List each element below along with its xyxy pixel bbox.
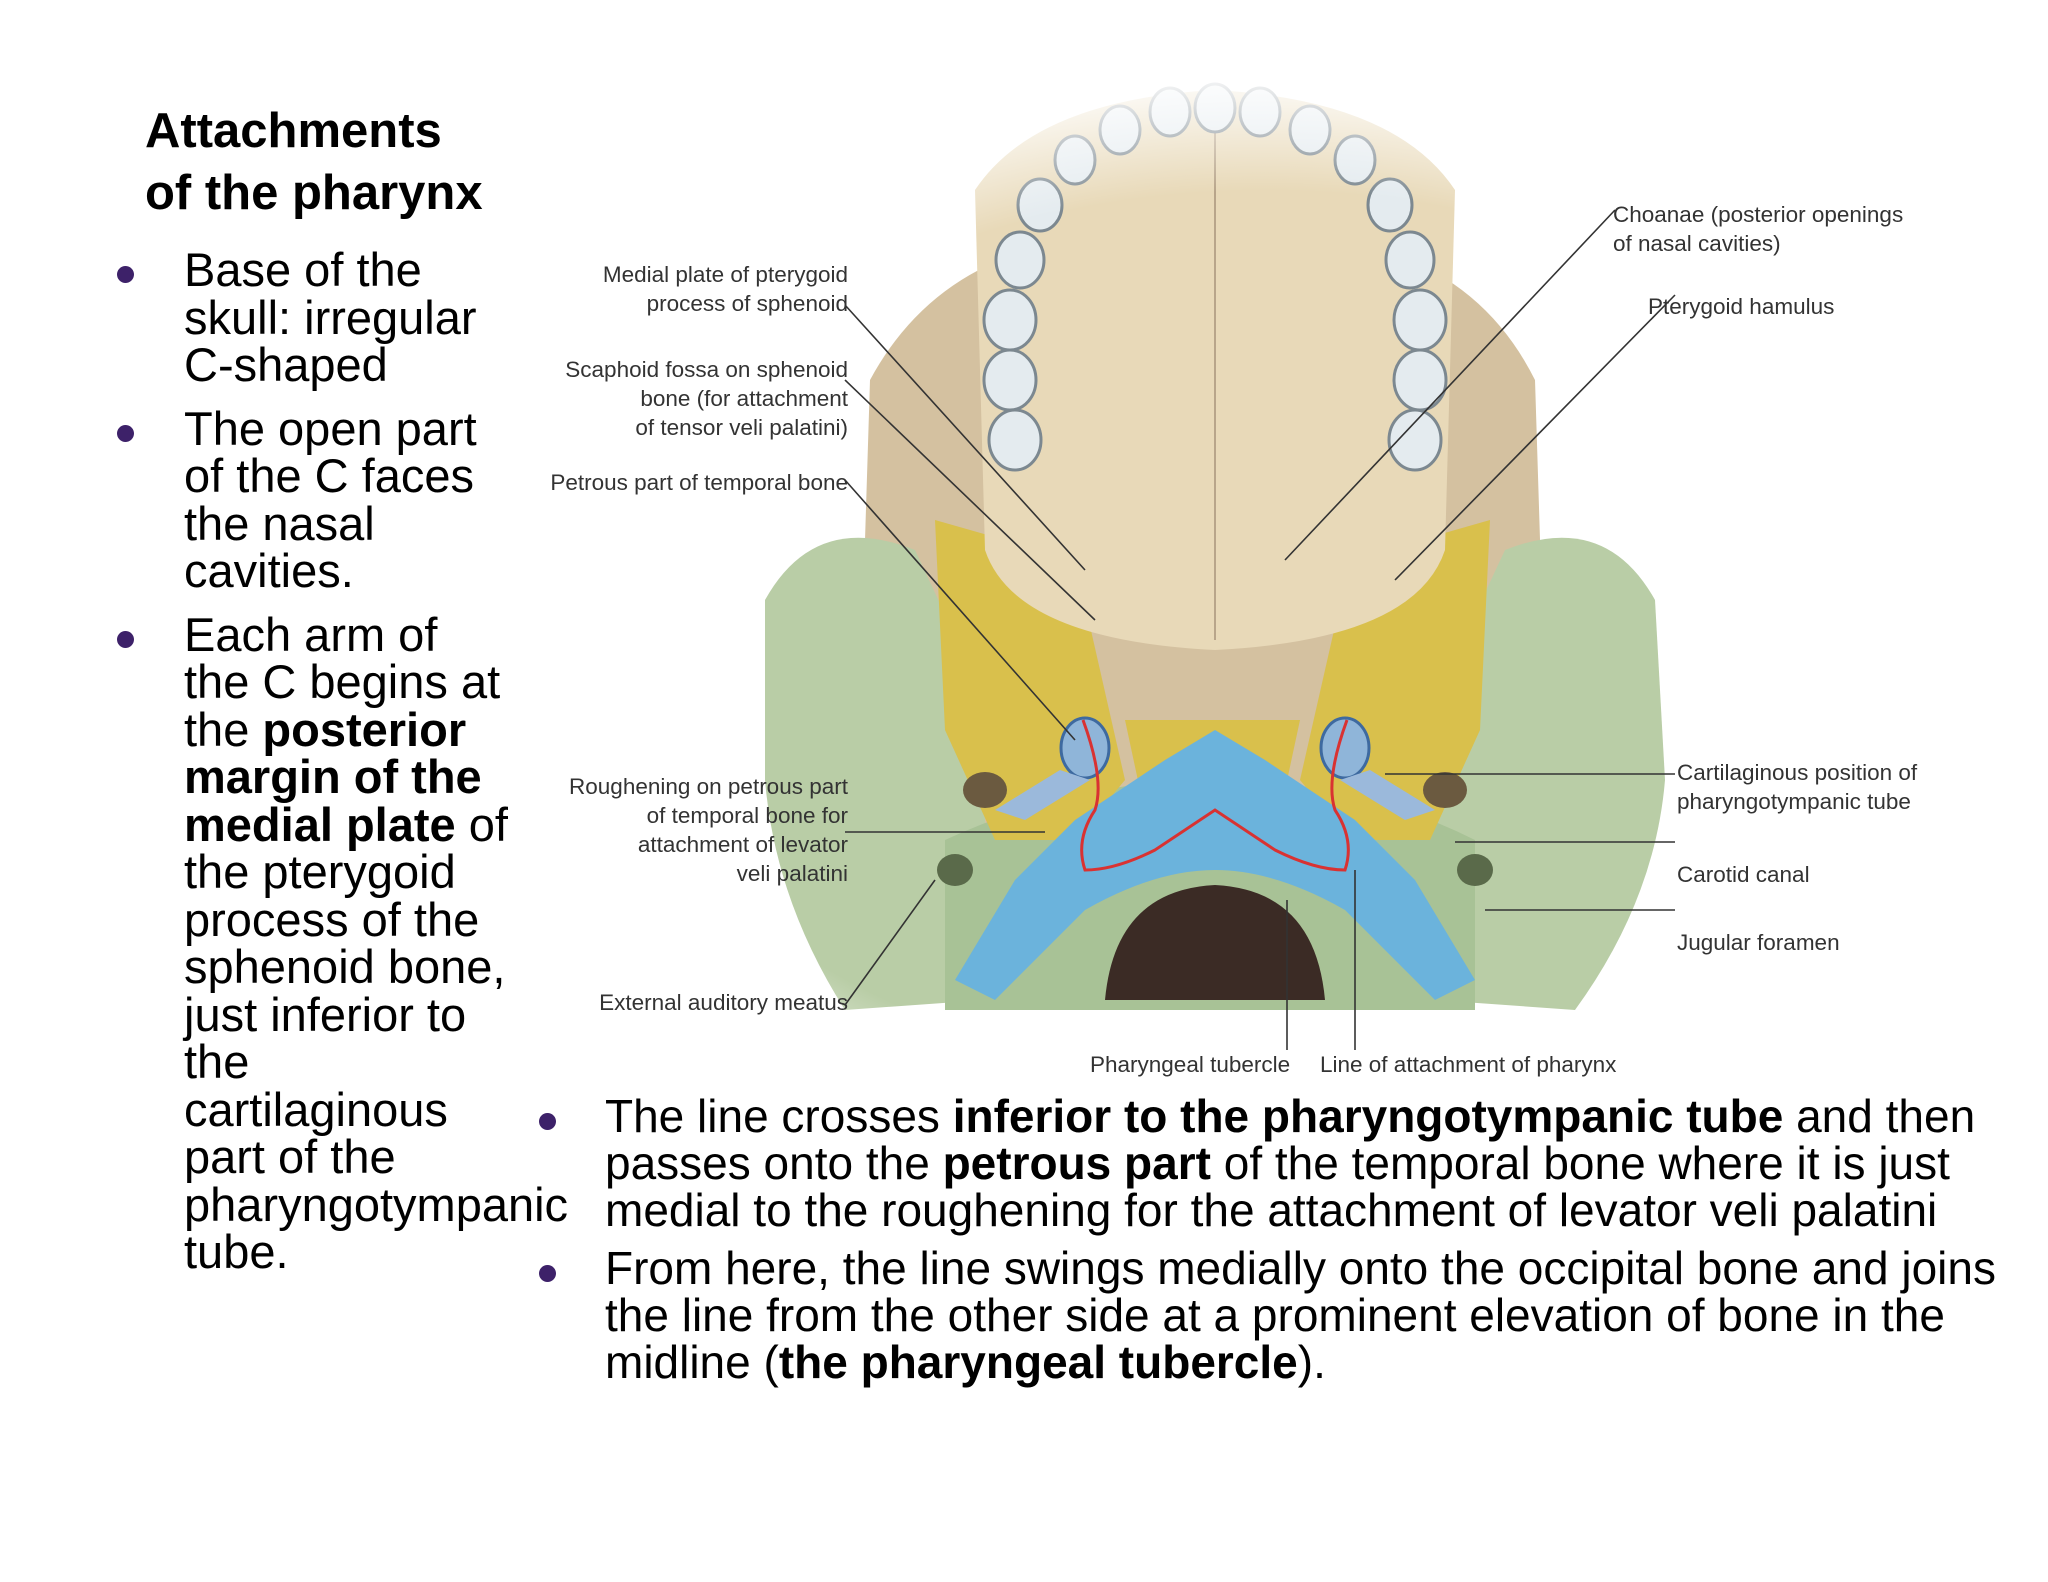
bottom-bullet-list: The line crosses inferior to the pharyng… — [539, 1090, 2005, 1397]
bold-medial-plate: posterior margin of the medial plate — [184, 702, 482, 851]
left-bullet-1: Base of the skull: irregular C-shaped — [117, 246, 514, 389]
bold-pharyngeal-tubercle: the pharyngeal tubercle — [778, 1336, 1298, 1388]
bold-inferior-tube: inferior to the pharyngotympanic tube — [952, 1090, 1784, 1142]
title-line-2: of the pharynx — [145, 166, 483, 220]
slide-title: Attachments of the pharynx — [145, 100, 525, 224]
label-pharyngeal-tubercle: Pharyngeal tubercle — [1090, 1052, 1291, 1077]
label-line-of-attachment: Line of attachment of pharynx — [1320, 1052, 1617, 1077]
label-petrous-part: Petrous part of temporal bone — [550, 470, 848, 495]
bottom-bullet-2: From here, the line swings medially onto… — [539, 1245, 2005, 1388]
title-line-1: Attachments — [145, 104, 442, 158]
label-pterygoid-hamulus: Pterygoid hamulus — [1648, 294, 1835, 319]
skull-base-illustration — [515, 80, 2015, 1090]
bottom-bullet-1: The line crosses inferior to the pharyng… — [539, 1090, 2005, 1234]
left-bullet-list: Base of the skull: irregular C-shaped Th… — [117, 246, 569, 1292]
leader-lines — [844, 209, 1676, 1050]
left-bullet-2: The open part of the C faces the nasal c… — [117, 404, 514, 595]
bold-petrous-part: petrous part — [942, 1137, 1211, 1189]
label-carotid-canal: Carotid canal — [1677, 862, 1810, 887]
label-external-auditory-meatus: External auditory meatus — [599, 990, 848, 1015]
label-jugular-foramen: Jugular foramen — [1677, 930, 1840, 955]
left-bullet-3: Each arm of the C begins at the posterio… — [117, 607, 569, 1278]
